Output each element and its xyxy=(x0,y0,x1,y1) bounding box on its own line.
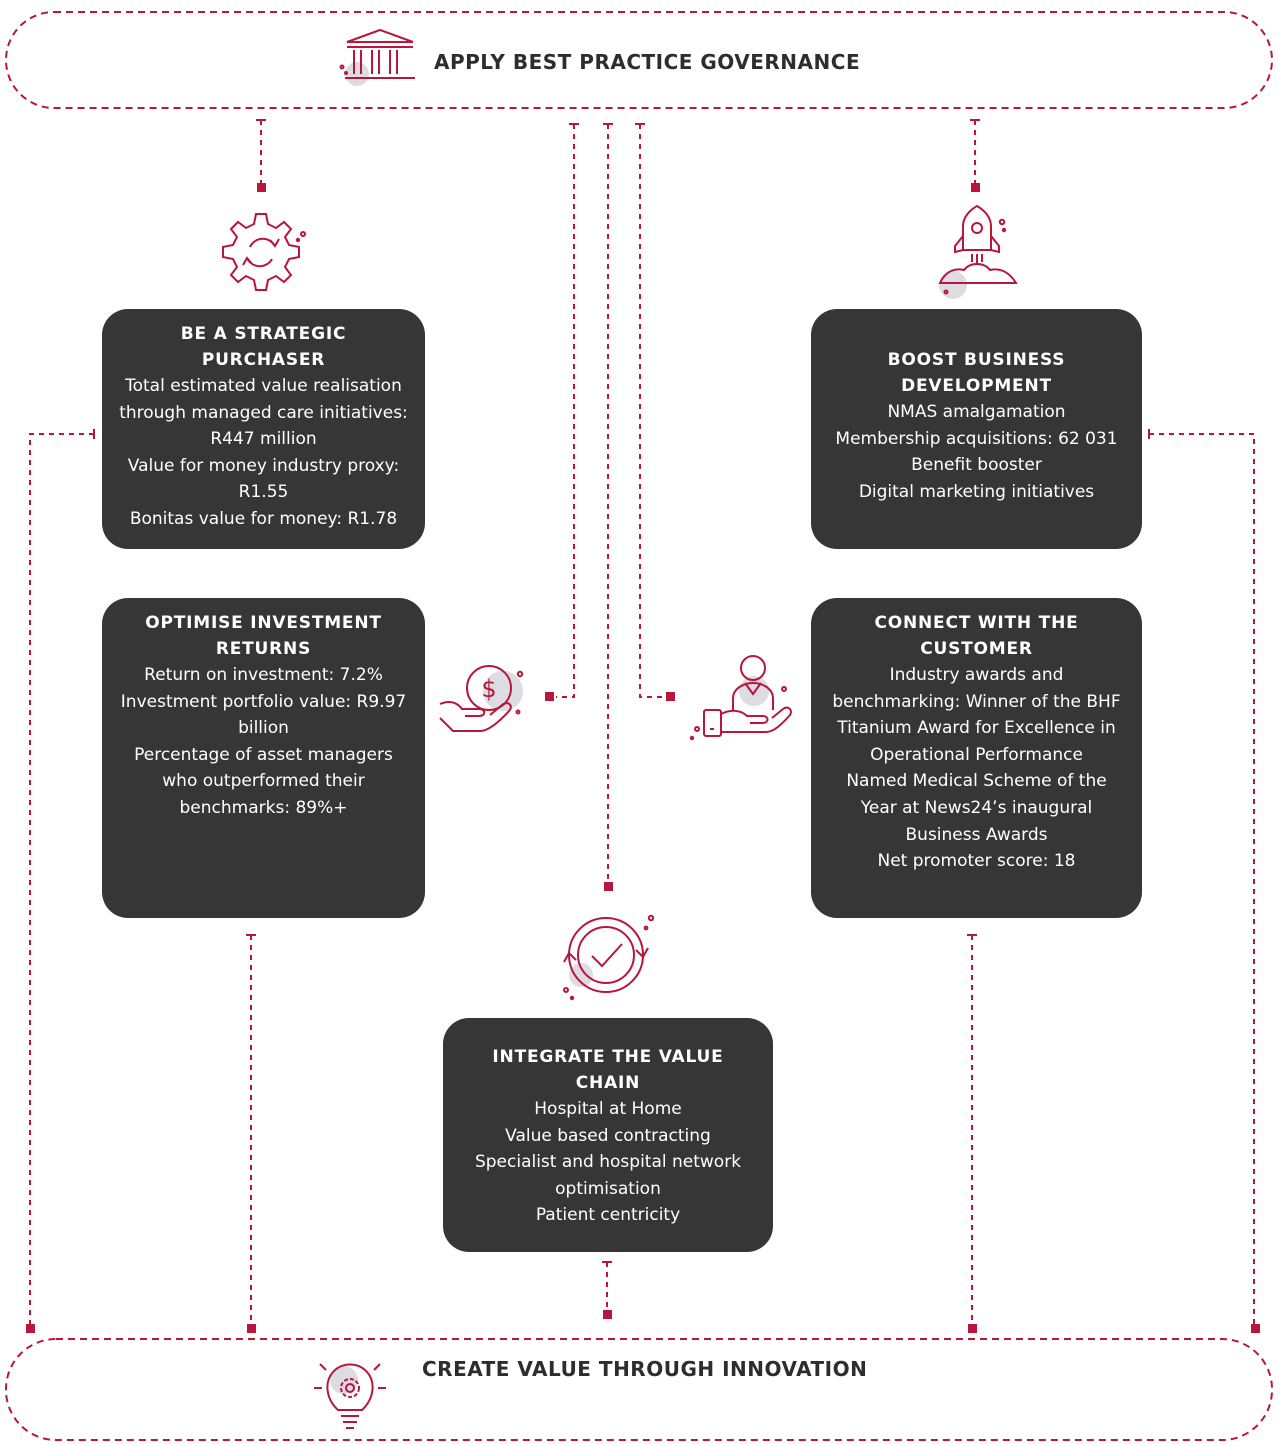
building-icon xyxy=(339,28,415,86)
card-value-chain: INTEGRATE THE VALUE CHAIN Hospital at Ho… xyxy=(443,1018,773,1252)
card-line: Value for money industry proxy: R1.55 xyxy=(127,455,400,503)
connector-endpoints xyxy=(26,183,1260,1333)
card-line: Patient centricity xyxy=(535,1205,681,1226)
card-title: CONNECT WITH THE CUSTOMER xyxy=(874,613,1079,659)
hand-money-icon: $ xyxy=(439,665,524,732)
card-connect-customer: CONNECT WITH THE CUSTOMER Industry award… xyxy=(811,598,1142,918)
connector-lines xyxy=(29,120,1255,1324)
lightbulb-gear-icon xyxy=(314,1363,386,1429)
svg-text:$: $ xyxy=(481,675,496,703)
card-line: Named Medical Scheme of the Year at News… xyxy=(846,771,1107,845)
card-line: Value based contracting xyxy=(505,1125,711,1146)
footer-title: CREATE VALUE THROUGH INNOVATION xyxy=(422,1357,868,1381)
gear-cycle-icon xyxy=(222,213,306,291)
card-strategic-purchaser: BE A STRATEGIC PURCHASER Total estimated… xyxy=(102,309,425,549)
card-title: BOOST BUSINESS DEVELOPMENT xyxy=(887,350,1066,396)
card-line: Hospital at Home xyxy=(534,1099,682,1119)
card-line: Return on investment: 7.2% xyxy=(144,665,383,685)
card-line: NMAS amalgamation xyxy=(887,402,1066,422)
header-title: APPLY BEST PRACTICE GOVERNANCE xyxy=(434,50,861,74)
card-title: BE A STRATEGIC PURCHASER xyxy=(180,324,347,370)
card-line: Bonitas value for money: R1.78 xyxy=(129,508,398,529)
card-line: Benefit booster xyxy=(911,455,1042,476)
card-line: Percentage of asset managers who outperf… xyxy=(134,744,393,818)
circular-check-icon xyxy=(563,914,655,1001)
footer-frame xyxy=(5,1338,1273,1441)
card-line: Membership acquisitions: 62 031 xyxy=(835,428,1118,449)
card-line: Digital marketing initiatives xyxy=(858,481,1095,502)
card-line: Specialist and hospital network optimisa… xyxy=(474,1152,742,1199)
card-line: Total estimated value realisation throug… xyxy=(119,376,408,450)
card-business-development: BOOST BUSINESS DEVELOPMENT NMAS amalgama… xyxy=(811,309,1142,549)
card-investment-returns: OPTIMISE INVESTMENT RETURNS Return on in… xyxy=(102,598,425,918)
card-line: Net promoter score: 18 xyxy=(877,851,1076,872)
rocket-icon xyxy=(938,204,1018,299)
card-title: INTEGRATE THE VALUE CHAIN xyxy=(492,1047,724,1093)
card-line: Industry awards and benchmarking: Winner… xyxy=(832,665,1121,765)
card-line: Investment portfolio value: R9.97 billio… xyxy=(120,691,407,739)
connector-caps xyxy=(93,119,1150,1263)
card-title: OPTIMISE INVESTMENT RETURNS xyxy=(145,613,382,659)
hand-person-icon xyxy=(689,655,792,741)
